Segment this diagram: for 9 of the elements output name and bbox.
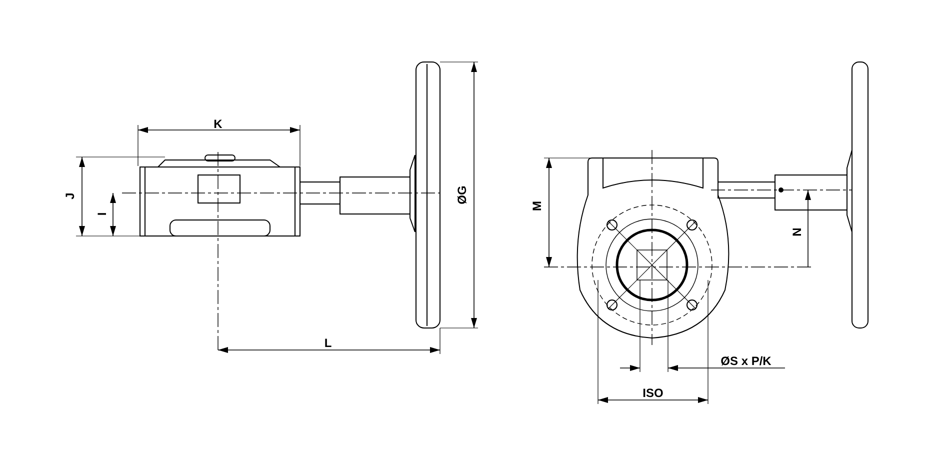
dimension-label: J — [63, 192, 77, 200]
dimension-label: ØS x P/K — [720, 354, 772, 368]
dimension-label: L — [324, 336, 332, 350]
dimension-label: N — [790, 228, 804, 236]
dimension-label: ISO — [642, 386, 664, 400]
dimension-label: ØG — [455, 186, 469, 204]
dimension-label: K — [214, 117, 222, 131]
dimension-label: M — [530, 201, 544, 211]
dimension-label: I — [95, 212, 109, 216]
